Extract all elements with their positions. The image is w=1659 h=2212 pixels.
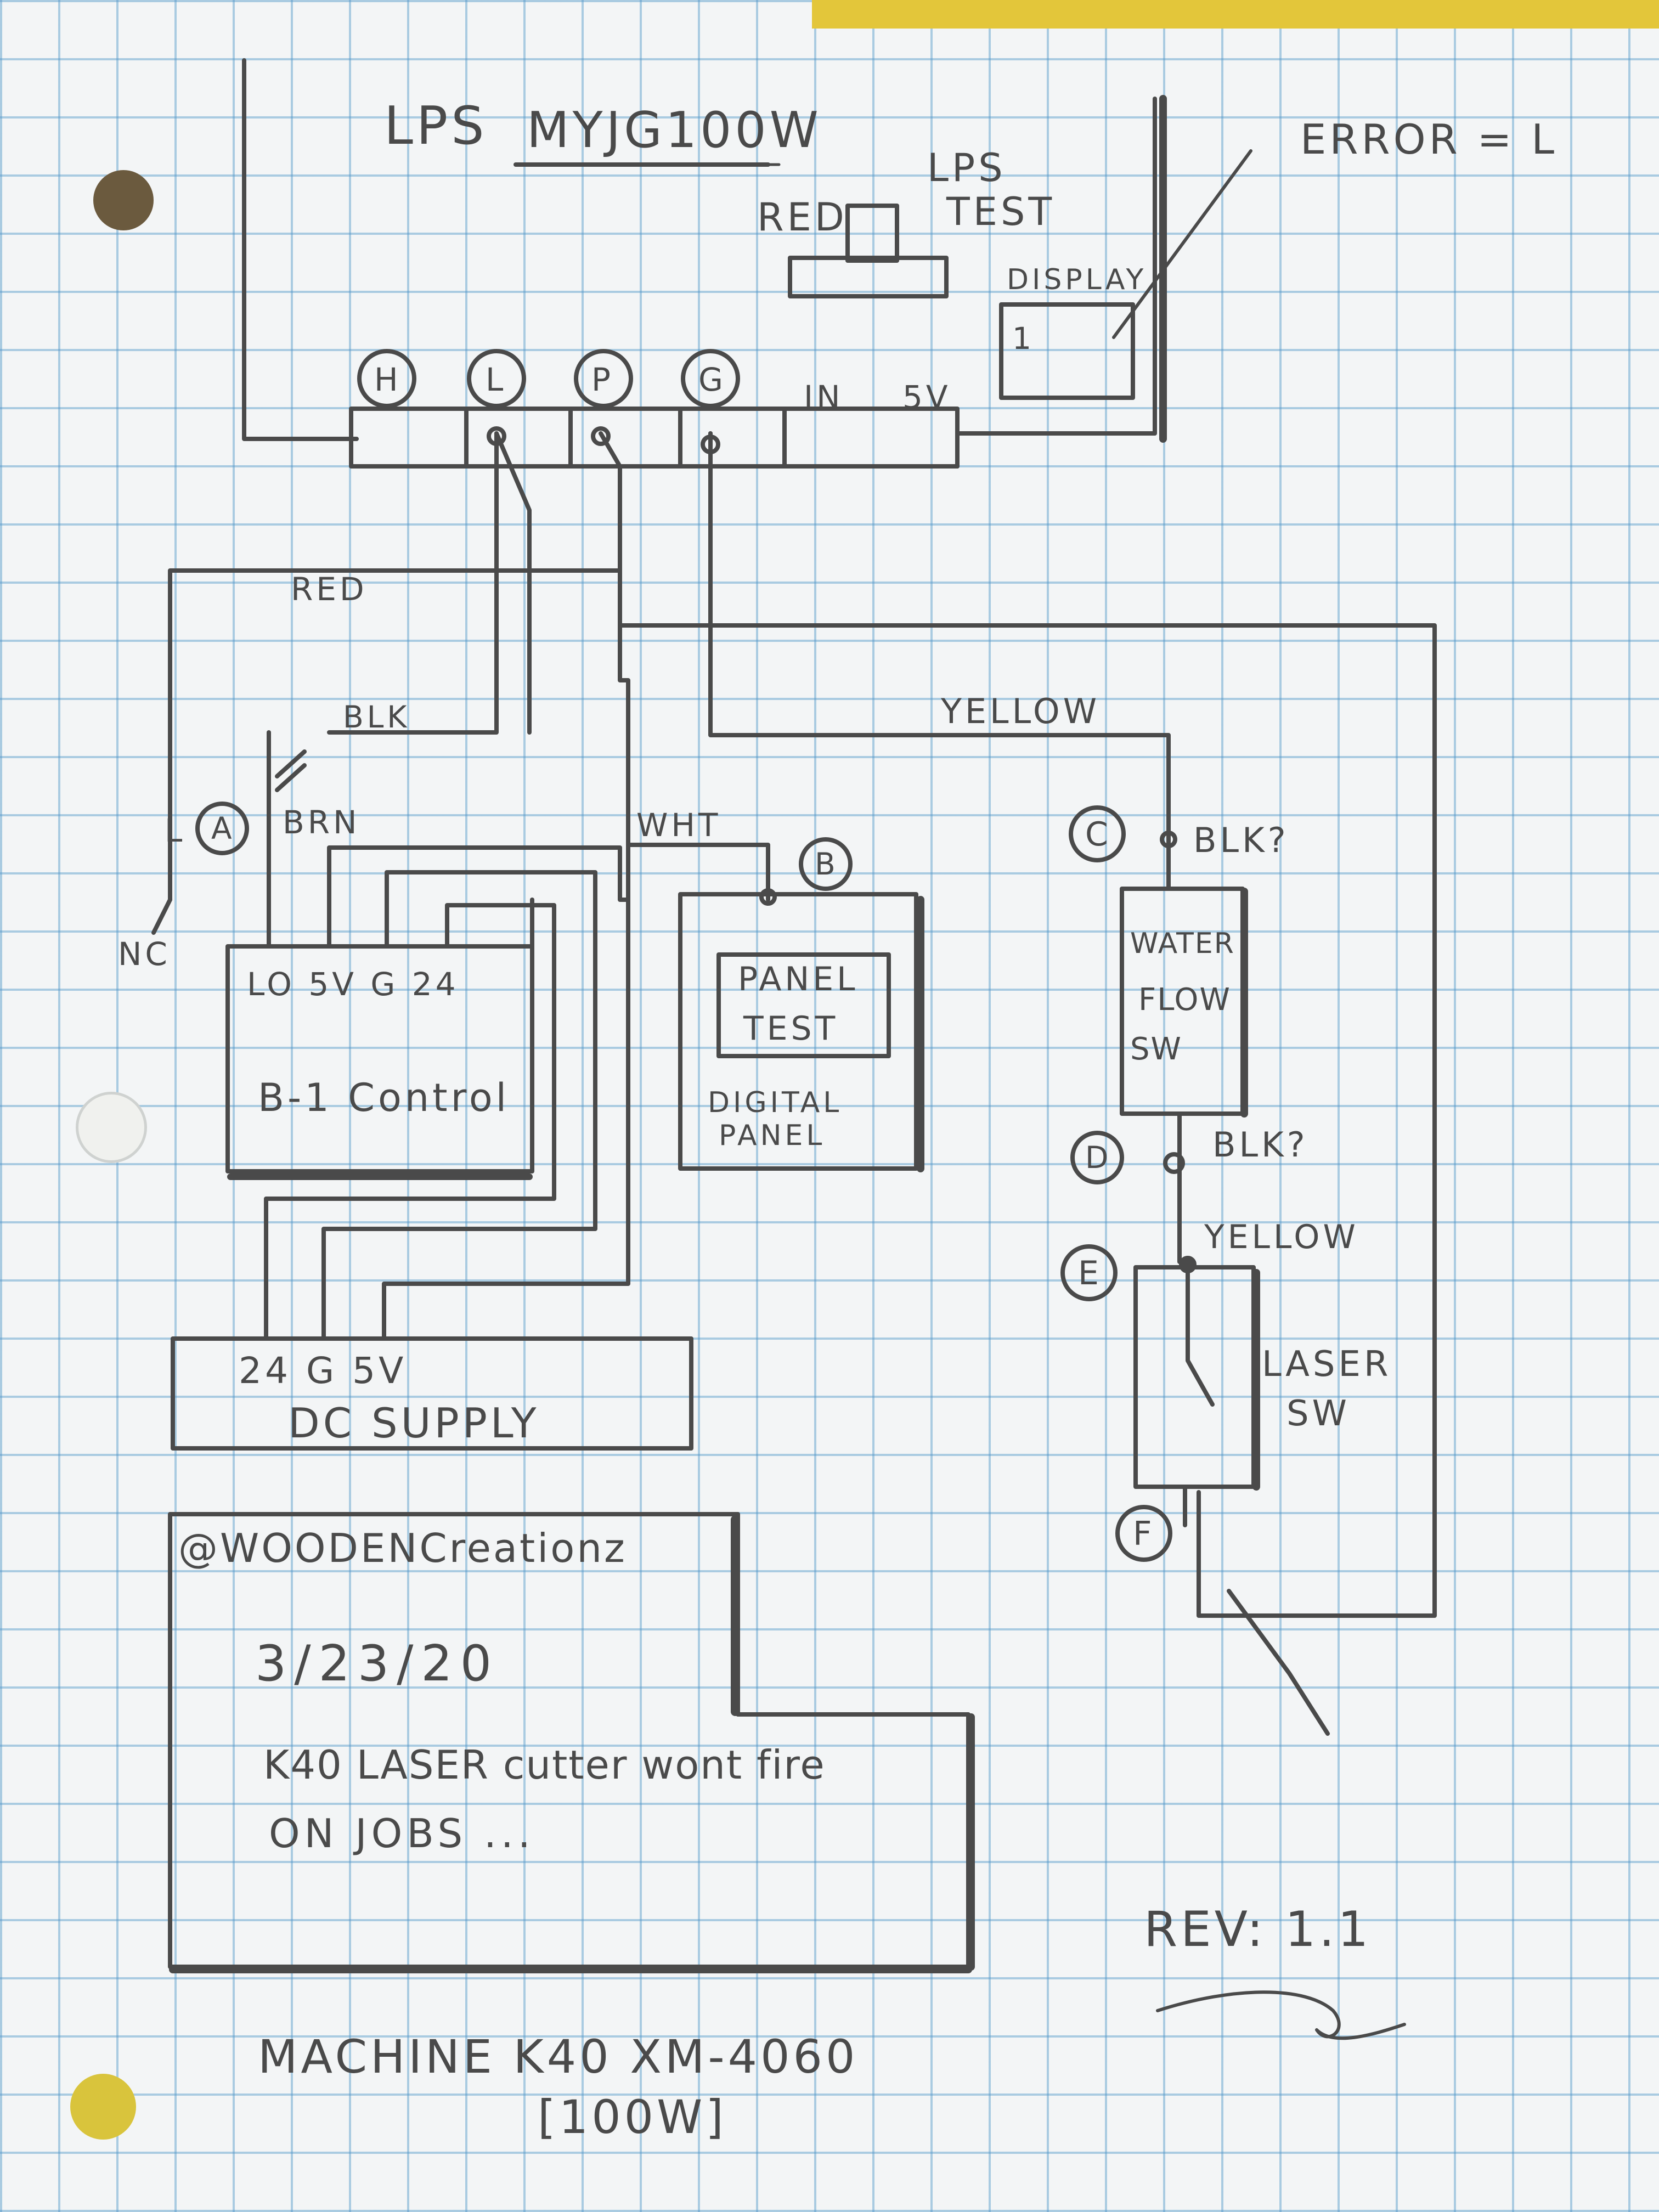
lps-test-label-1: LPS <box>927 145 1006 190</box>
binder-hole-top <box>93 170 154 230</box>
dc-supply-pins: 24 G 5V <box>239 1350 407 1392</box>
point-b-label: B <box>815 847 836 882</box>
wire-blk-d-label: BLK? <box>1212 1125 1308 1165</box>
binder-hole-middle <box>76 1092 147 1163</box>
laser-sw-line-1: LASER <box>1262 1344 1392 1385</box>
water-flow-line-2: FLOW <box>1138 982 1231 1018</box>
lps-pin-5v: 5V <box>902 379 951 416</box>
notes-handle: @WOODENCreationz <box>178 1525 627 1571</box>
lps-pin-in: IN <box>804 379 844 416</box>
title-model: MYJG100W <box>527 101 822 159</box>
wire-l-label: L <box>165 812 186 849</box>
water-flow-line-1: WATER <box>1130 927 1235 960</box>
machine-line-2: [100W] <box>538 2090 727 2144</box>
dc-supply-name: DC SUPPLY <box>288 1399 540 1447</box>
point-f-label: F <box>1133 1515 1152 1553</box>
digital-panel-name-2: PANEL <box>719 1119 826 1152</box>
wire-brn-label: BRN <box>283 804 360 841</box>
terminal-l-label: L <box>486 361 504 398</box>
b1-control-name: B-1 Control <box>258 1075 510 1120</box>
wire-red-label: RED <box>291 571 368 608</box>
point-e-label: E <box>1078 1254 1099 1293</box>
wire-yellow-top-label: YELLOW <box>941 691 1101 731</box>
notes-line-2: ON JOBS ... <box>269 1810 535 1857</box>
wire-yellow-e-label: YELLOW <box>1204 1218 1359 1256</box>
error-note: ERROR = L <box>1300 115 1558 163</box>
title-lps: LPS <box>384 96 488 156</box>
display-value: 1 <box>1012 321 1035 356</box>
lps-test-label-2: TEST <box>946 189 1056 234</box>
wire-nc-label: NC <box>118 935 171 973</box>
revision-label: REV: 1.1 <box>1144 1901 1372 1957</box>
yellow-tape <box>812 0 1659 29</box>
b1-control-pins: LO 5V G 24 <box>247 966 459 1003</box>
machine-line-1: MACHINE K40 XM-4060 <box>258 2030 859 2084</box>
digital-panel-name-1: DIGITAL <box>708 1086 843 1119</box>
wire-blk-label: BLK <box>343 699 410 735</box>
notes-date: 3/23/20 <box>255 1635 499 1692</box>
water-flow-line-3: SW <box>1130 1031 1182 1067</box>
lps-test-red-label: RED <box>757 195 848 240</box>
panel-test-line-1: PANEL <box>738 960 859 998</box>
panel-test-line-2: TEST <box>743 1009 839 1048</box>
wire-wht-label: WHT <box>636 806 721 844</box>
binder-hole-bottom <box>70 2074 136 2140</box>
point-c-label: C <box>1085 815 1108 854</box>
terminal-p-label: P <box>591 361 611 398</box>
point-a-label: A <box>211 811 232 846</box>
terminal-h-label: H <box>374 361 398 398</box>
terminal-g-label: G <box>698 361 723 398</box>
laser-sw-line-2: SW <box>1286 1393 1350 1434</box>
wire-blk-c-label: BLK? <box>1193 820 1289 860</box>
point-d-label: D <box>1085 1140 1109 1175</box>
notes-line-1: K40 LASER cutter wont fire <box>263 1742 826 1788</box>
display-label: DISPLAY <box>1007 263 1147 296</box>
